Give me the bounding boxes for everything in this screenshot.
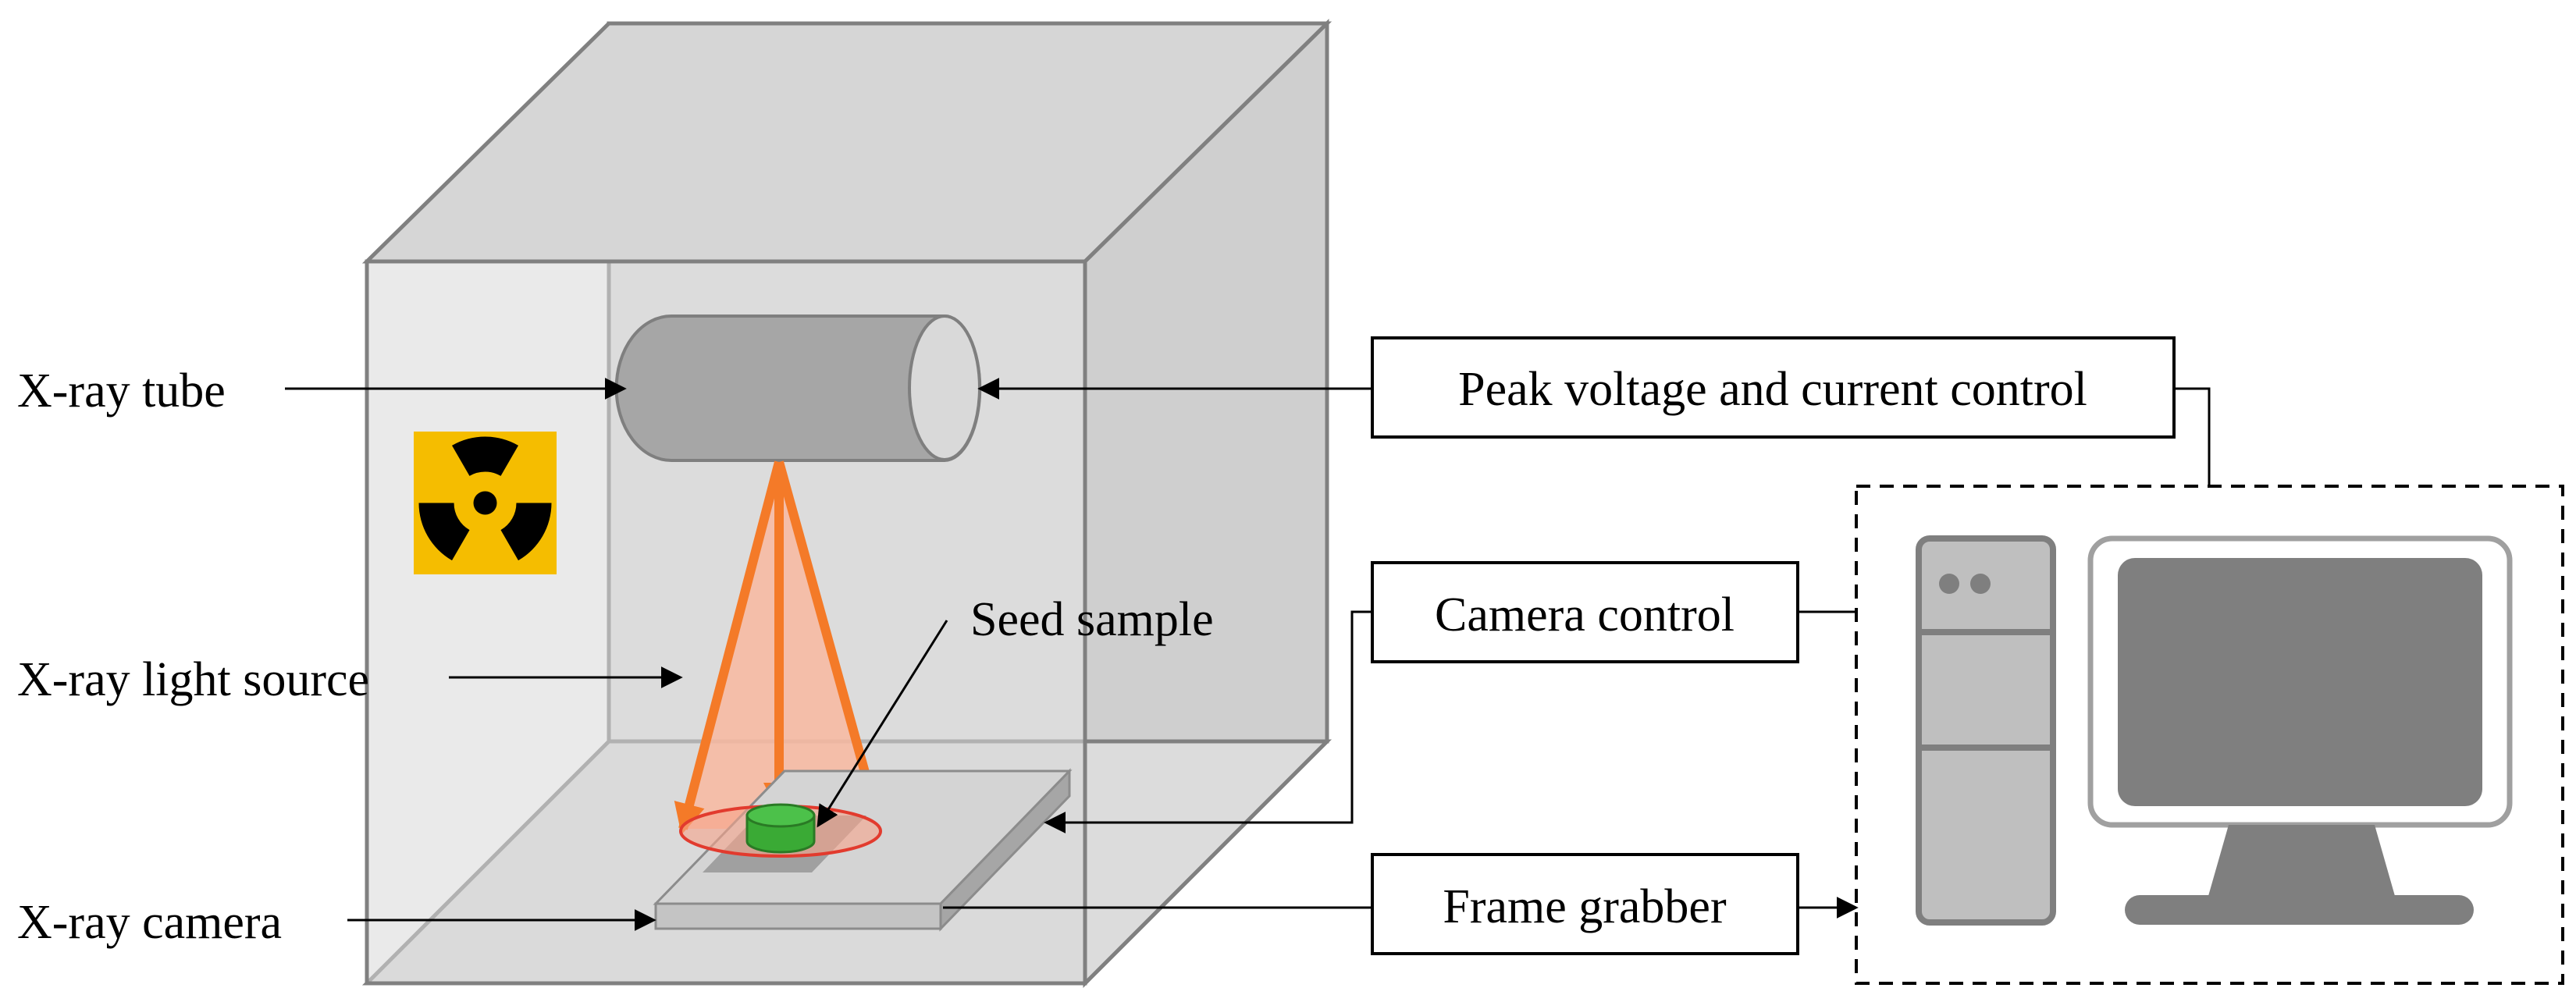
- xray-tube-end-cap: [908, 314, 981, 461]
- label-xray-camera: X-ray camera: [17, 896, 282, 949]
- computer-tower-icon: [1916, 535, 2056, 926]
- connector-camera-control-to-camera: [1044, 610, 1372, 833]
- camera-plate-front: [654, 902, 942, 930]
- computer-group-boundary: [1855, 485, 2564, 985]
- monitor-icon: [2087, 535, 2513, 925]
- beam-arrow-left: [674, 460, 784, 835]
- frame-grabber-box: Frame grabber: [1371, 853, 1799, 955]
- peak-voltage-current-control-box: Peak voltage and current control: [1371, 336, 2176, 439]
- pointer-seed-sample: [817, 620, 948, 828]
- radiation-warning-icon: [414, 432, 557, 574]
- xray-tube-cylinder: [614, 314, 982, 462]
- label-xray-tube: X-ray tube: [17, 364, 226, 418]
- camera-control-box: Camera control: [1371, 561, 1799, 663]
- xray-beam: [674, 460, 889, 835]
- seed-sample: [679, 803, 882, 858]
- peak-voltage-current-control-label: Peak voltage and current control: [1458, 363, 2087, 416]
- beam-arrow-right: [774, 460, 889, 835]
- camera-control-label: Camera control: [1435, 588, 1735, 641]
- label-xray-light-source: X-ray light source: [17, 653, 369, 706]
- label-seed-sample: Seed sample: [970, 593, 1214, 646]
- frame-grabber-label: Frame grabber: [1443, 880, 1727, 933]
- camera-plate-side: [939, 768, 1071, 932]
- connector-computer-to-peak-control: [2174, 387, 2211, 486]
- seed-sample-top: [745, 803, 816, 828]
